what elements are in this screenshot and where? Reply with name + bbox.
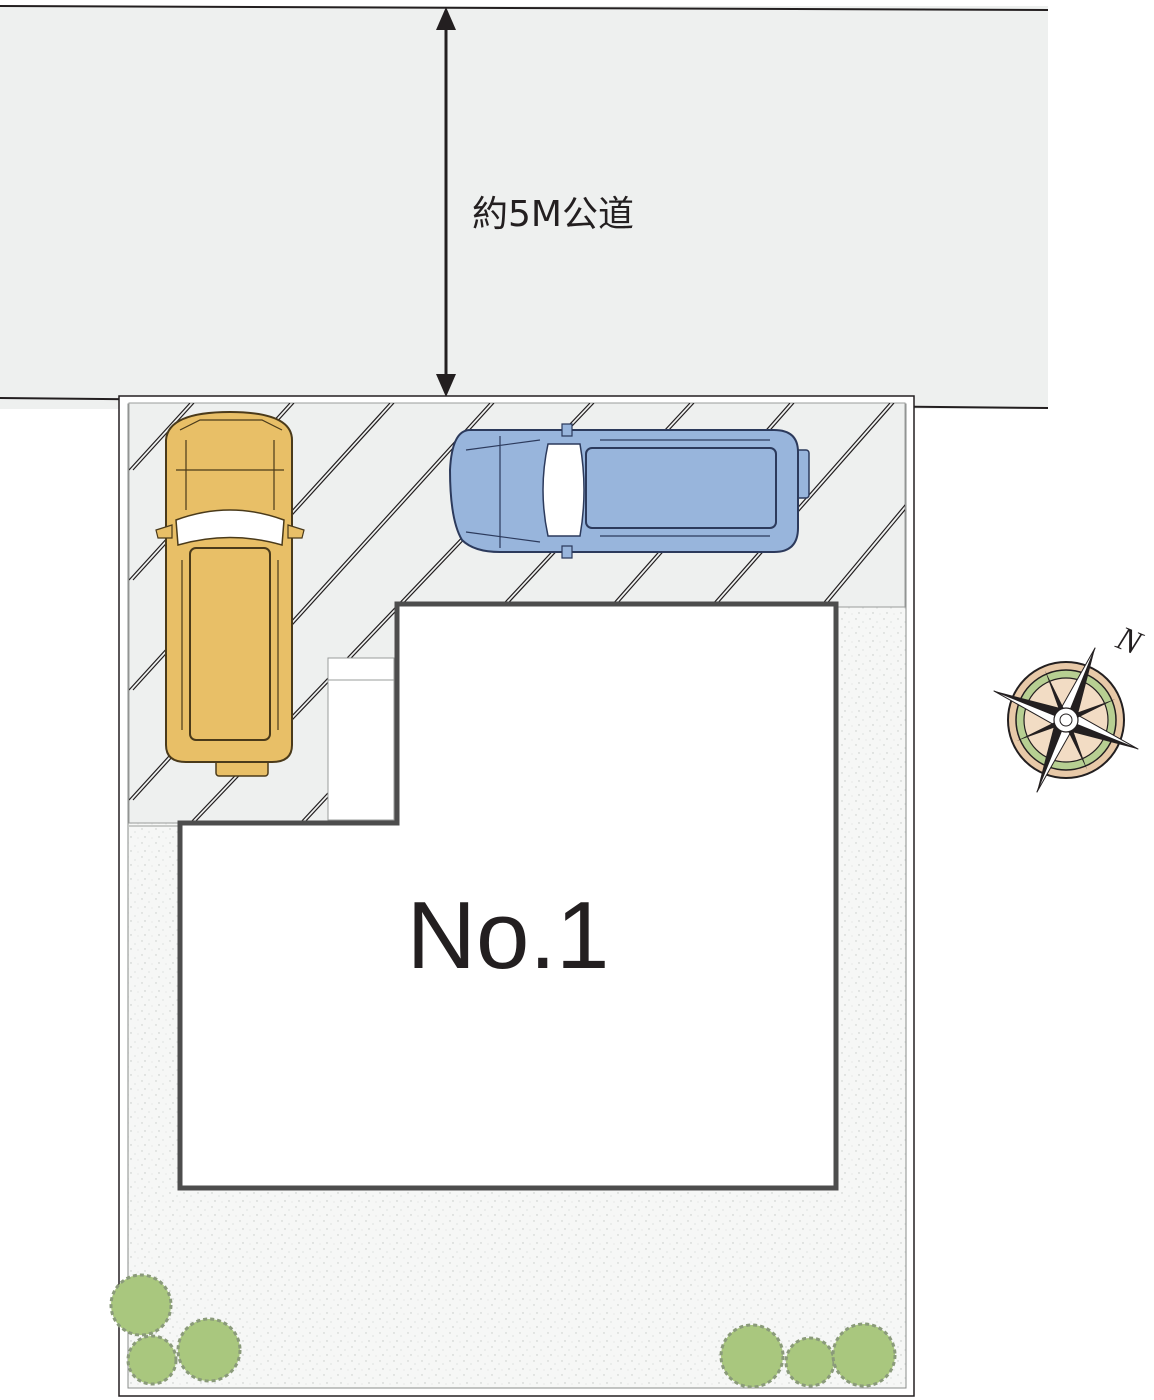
road-label: 約5M公道 [472, 194, 634, 235]
road-width-arrow [436, 7, 456, 397]
garden-trees [109, 1273, 897, 1389]
tree [831, 1322, 897, 1388]
road-top-edge [0, 5, 1049, 11]
yellow-car [155, 410, 305, 777]
tree [719, 1323, 785, 1389]
blue-car [448, 423, 810, 559]
entrance-porch [327, 657, 395, 821]
tree [176, 1317, 242, 1383]
compass-rose-icon [993, 647, 1139, 793]
road-area [0, 6, 1048, 409]
house-label: No.1 [407, 882, 610, 989]
tree [109, 1273, 173, 1337]
tree [126, 1334, 178, 1386]
tree [784, 1336, 836, 1388]
house-footprint [177, 601, 839, 1191]
north-label: N [1110, 619, 1148, 663]
